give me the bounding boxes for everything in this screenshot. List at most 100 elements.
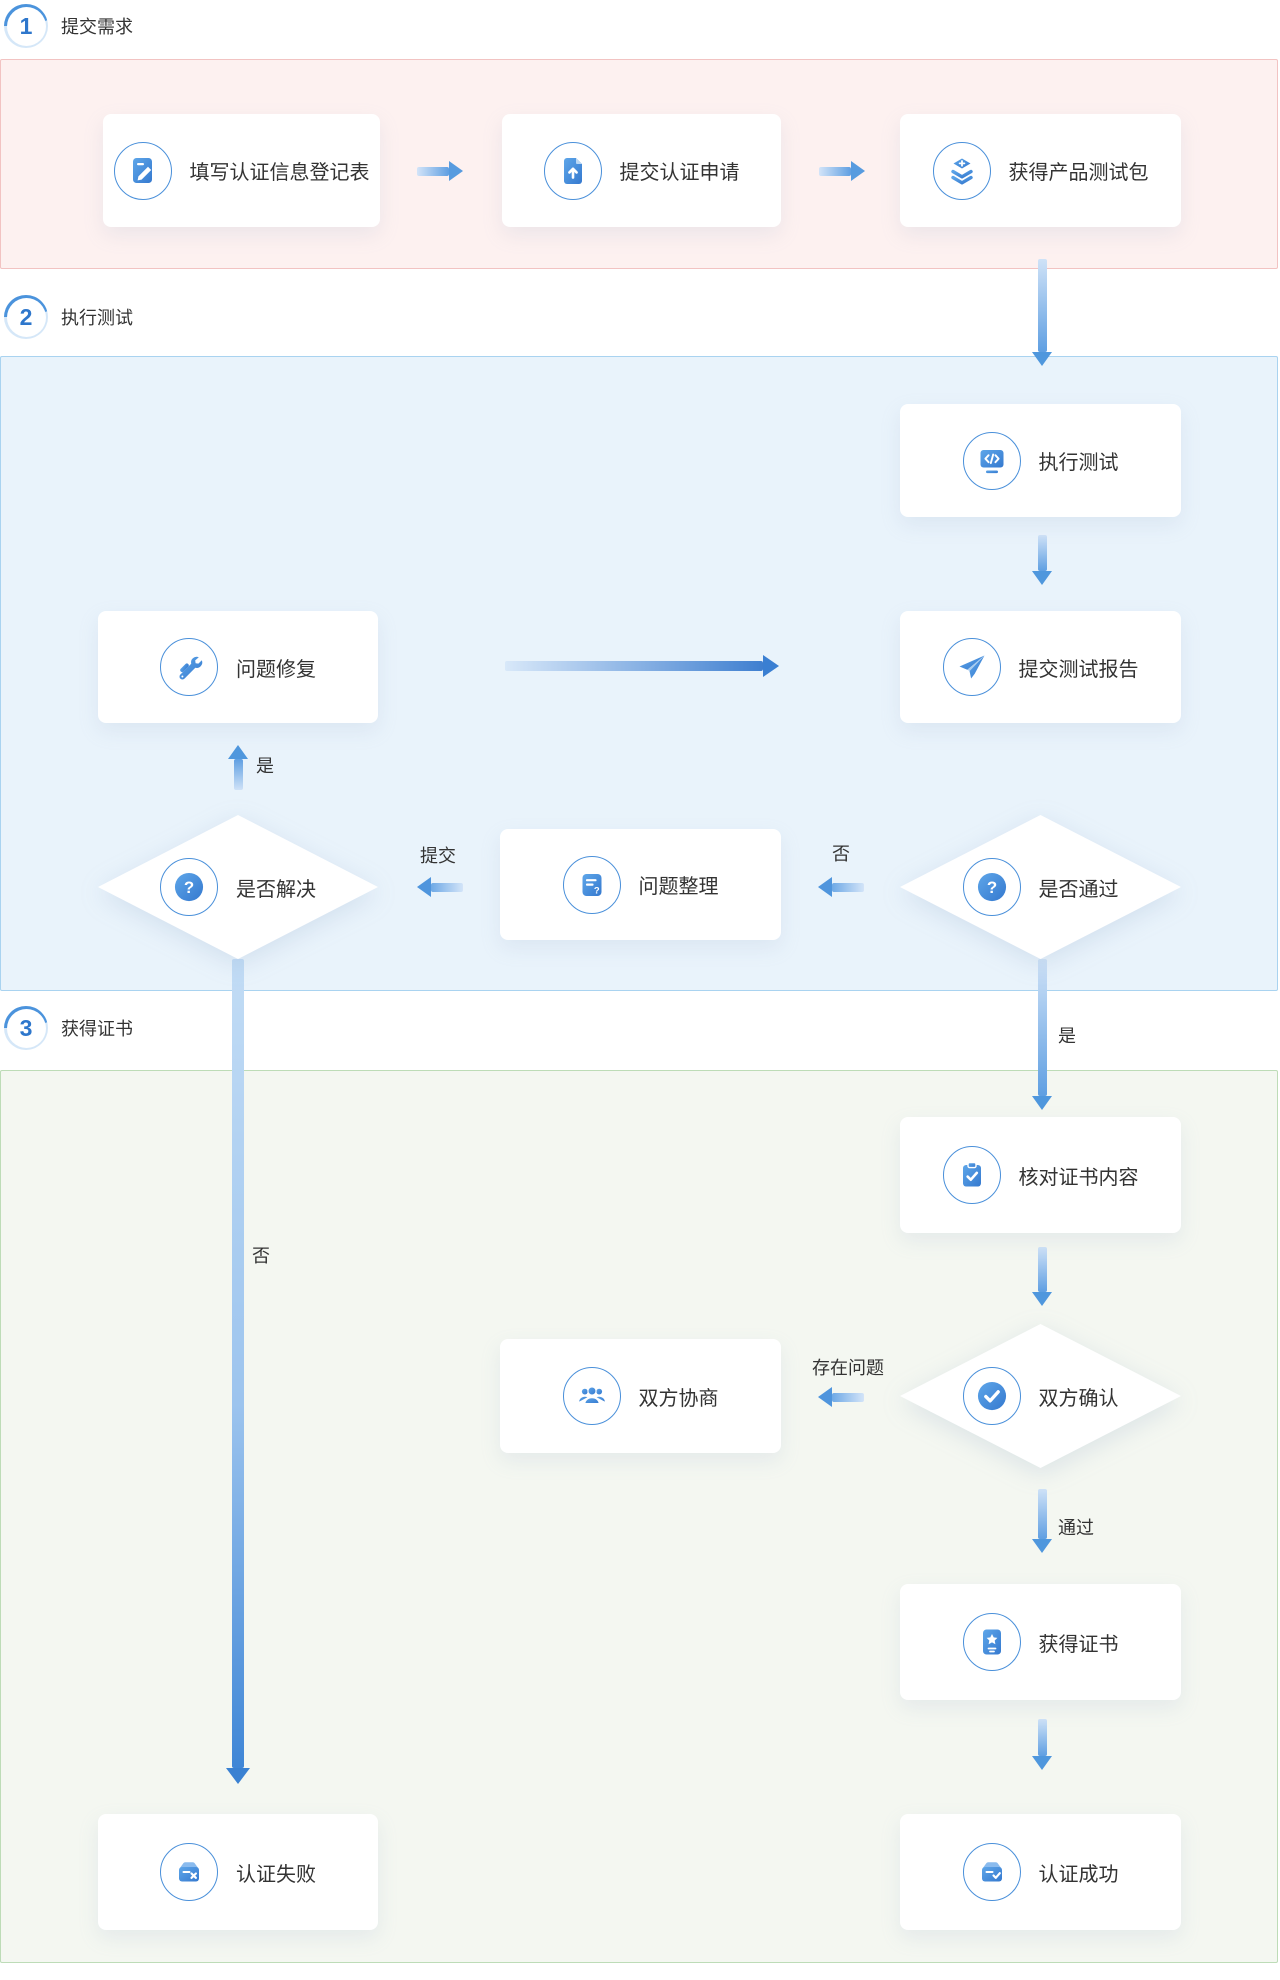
node-success: 认证成功 — [900, 1814, 1181, 1930]
step-3-number-circle: 3 — [4, 1006, 48, 1050]
people-group-icon — [562, 1367, 621, 1425]
arrow-shaft — [1037, 535, 1047, 571]
arrow-confirm-to-negotiate — [818, 1386, 864, 1408]
certificate-icon — [962, 1613, 1021, 1671]
step-2-title: 执行测试 — [61, 308, 133, 328]
node-label: 获得产品测试包 — [1008, 162, 1149, 184]
arrow-head — [1032, 571, 1052, 585]
check-circle-icon — [962, 1367, 1021, 1425]
svg-text:?: ? — [593, 885, 599, 896]
arrow-shaft — [1037, 1247, 1047, 1292]
arrow-shaft — [417, 166, 449, 176]
node-label: 是否解决 — [236, 878, 316, 901]
node-fill-form: 填写认证信息登记表 — [103, 114, 380, 227]
arrow-head — [226, 1768, 250, 1784]
node-submit-apply: 提交认证申请 — [502, 114, 781, 227]
node-label: 认证失败 — [236, 1863, 316, 1886]
svg-text:?: ? — [184, 878, 194, 897]
arrow-shaft — [1037, 959, 1047, 1096]
arrow-head — [449, 161, 463, 181]
arrow-resolve-to-fail — [226, 959, 250, 1784]
arrow-shaft — [1037, 259, 1047, 352]
arrow-organize-to-resolve — [417, 876, 463, 898]
node-label: 问题修复 — [236, 658, 316, 681]
svg-text:?: ? — [986, 878, 996, 897]
diamond-pass: ? 是否通过 — [900, 815, 1181, 959]
arrow-head — [1032, 1096, 1052, 1110]
node-organize: ? 问题整理 — [500, 829, 781, 940]
paper-plane-icon — [942, 638, 1001, 696]
node-label: 获得证书 — [1038, 1633, 1119, 1656]
clipboard-check-icon — [942, 1146, 1001, 1204]
arrow-shaft — [431, 882, 463, 892]
arrow-cert-to-success — [1030, 1719, 1054, 1770]
arrow-shaft — [819, 166, 851, 176]
arrow-head — [818, 1387, 832, 1407]
arrow-shaft — [832, 1392, 864, 1402]
node-submit-report: 提交测试报告 — [900, 611, 1181, 723]
question-circle-icon: ? — [160, 858, 218, 916]
node-verify-cert: 核对证书内容 — [900, 1117, 1181, 1233]
arrow-shaft — [1037, 1489, 1047, 1539]
node-label: 问题整理 — [638, 876, 719, 898]
tools-icon — [160, 638, 218, 696]
arrow-fix-to-report — [505, 655, 779, 677]
arrow-shaft — [233, 759, 243, 790]
doc-check-icon — [962, 1843, 1021, 1901]
node-label: 双方确认 — [1038, 1387, 1119, 1410]
arrow-package-to-exec — [1030, 259, 1054, 366]
node-label: 提交认证申请 — [619, 162, 740, 184]
node-exec-test: 执行测试 — [900, 404, 1181, 517]
doc-question-icon: ? — [562, 855, 621, 914]
arrow-head — [818, 877, 832, 897]
step-2-number: 2 — [6, 297, 46, 337]
node-get-cert: 获得证书 — [900, 1584, 1181, 1700]
node-negotiate: 双方协商 — [500, 1339, 781, 1453]
step-1-header: 1 提交需求 — [4, 4, 133, 48]
arrow-pass-to-organize — [818, 876, 864, 898]
diamond-confirm: 双方确认 — [900, 1324, 1181, 1468]
node-label: 提交测试报告 — [1018, 658, 1139, 681]
node-label: 是否通过 — [1038, 878, 1119, 901]
node-label: 双方协商 — [638, 1387, 719, 1410]
node-label: 填写认证信息登记表 — [189, 162, 370, 184]
step-1-number-circle: 1 — [4, 4, 48, 48]
arrow-fillform-to-apply — [417, 160, 463, 182]
step-3-title: 获得证书 — [61, 1019, 133, 1039]
arrow-confirm-to-cert — [1030, 1489, 1054, 1553]
node-get-package: 获得产品测试包 — [900, 114, 1181, 227]
edge-label-submit: 提交 — [420, 846, 456, 866]
step-1-title: 提交需求 — [61, 17, 133, 37]
arrow-resolve-to-fix — [226, 745, 250, 790]
step-1-number: 1 — [6, 6, 46, 46]
arrow-head — [417, 877, 431, 897]
arrow-shaft — [1037, 1719, 1047, 1756]
arrow-pass-to-verify — [1030, 959, 1054, 1110]
edge-label-issue-exists: 存在问题 — [812, 1358, 884, 1378]
form-pen-icon — [113, 141, 172, 200]
arrow-shaft — [832, 882, 864, 892]
diamond-shape: ? 是否通过 — [900, 815, 1181, 959]
step-2-header: 2 执行测试 — [4, 295, 133, 339]
file-upload-icon — [543, 141, 602, 200]
question-circle-icon: ? — [962, 858, 1021, 916]
arrow-head — [228, 745, 248, 759]
edge-label-confirm-pass: 通过 — [1058, 1518, 1094, 1538]
doc-x-icon — [160, 1843, 218, 1901]
arrow-apply-to-package — [819, 160, 865, 182]
step-3-header: 3 获得证书 — [4, 1006, 133, 1050]
arrow-shaft — [232, 959, 244, 1768]
arrow-head — [1032, 1539, 1052, 1553]
arrow-exec-to-report — [1030, 535, 1054, 585]
edge-label-resolve-yes: 是 — [256, 756, 274, 776]
diamond-resolve: ? 是否解决 — [98, 815, 378, 959]
arrow-shaft — [505, 661, 763, 671]
arrow-head — [851, 161, 865, 181]
edge-label-pass-yes: 是 — [1058, 1026, 1076, 1046]
node-label: 执行测试 — [1038, 452, 1119, 474]
arrow-head — [1032, 352, 1052, 366]
layers-plus-icon — [932, 141, 991, 200]
step-3-number: 3 — [6, 1008, 46, 1048]
node-label: 认证成功 — [1038, 1863, 1119, 1886]
